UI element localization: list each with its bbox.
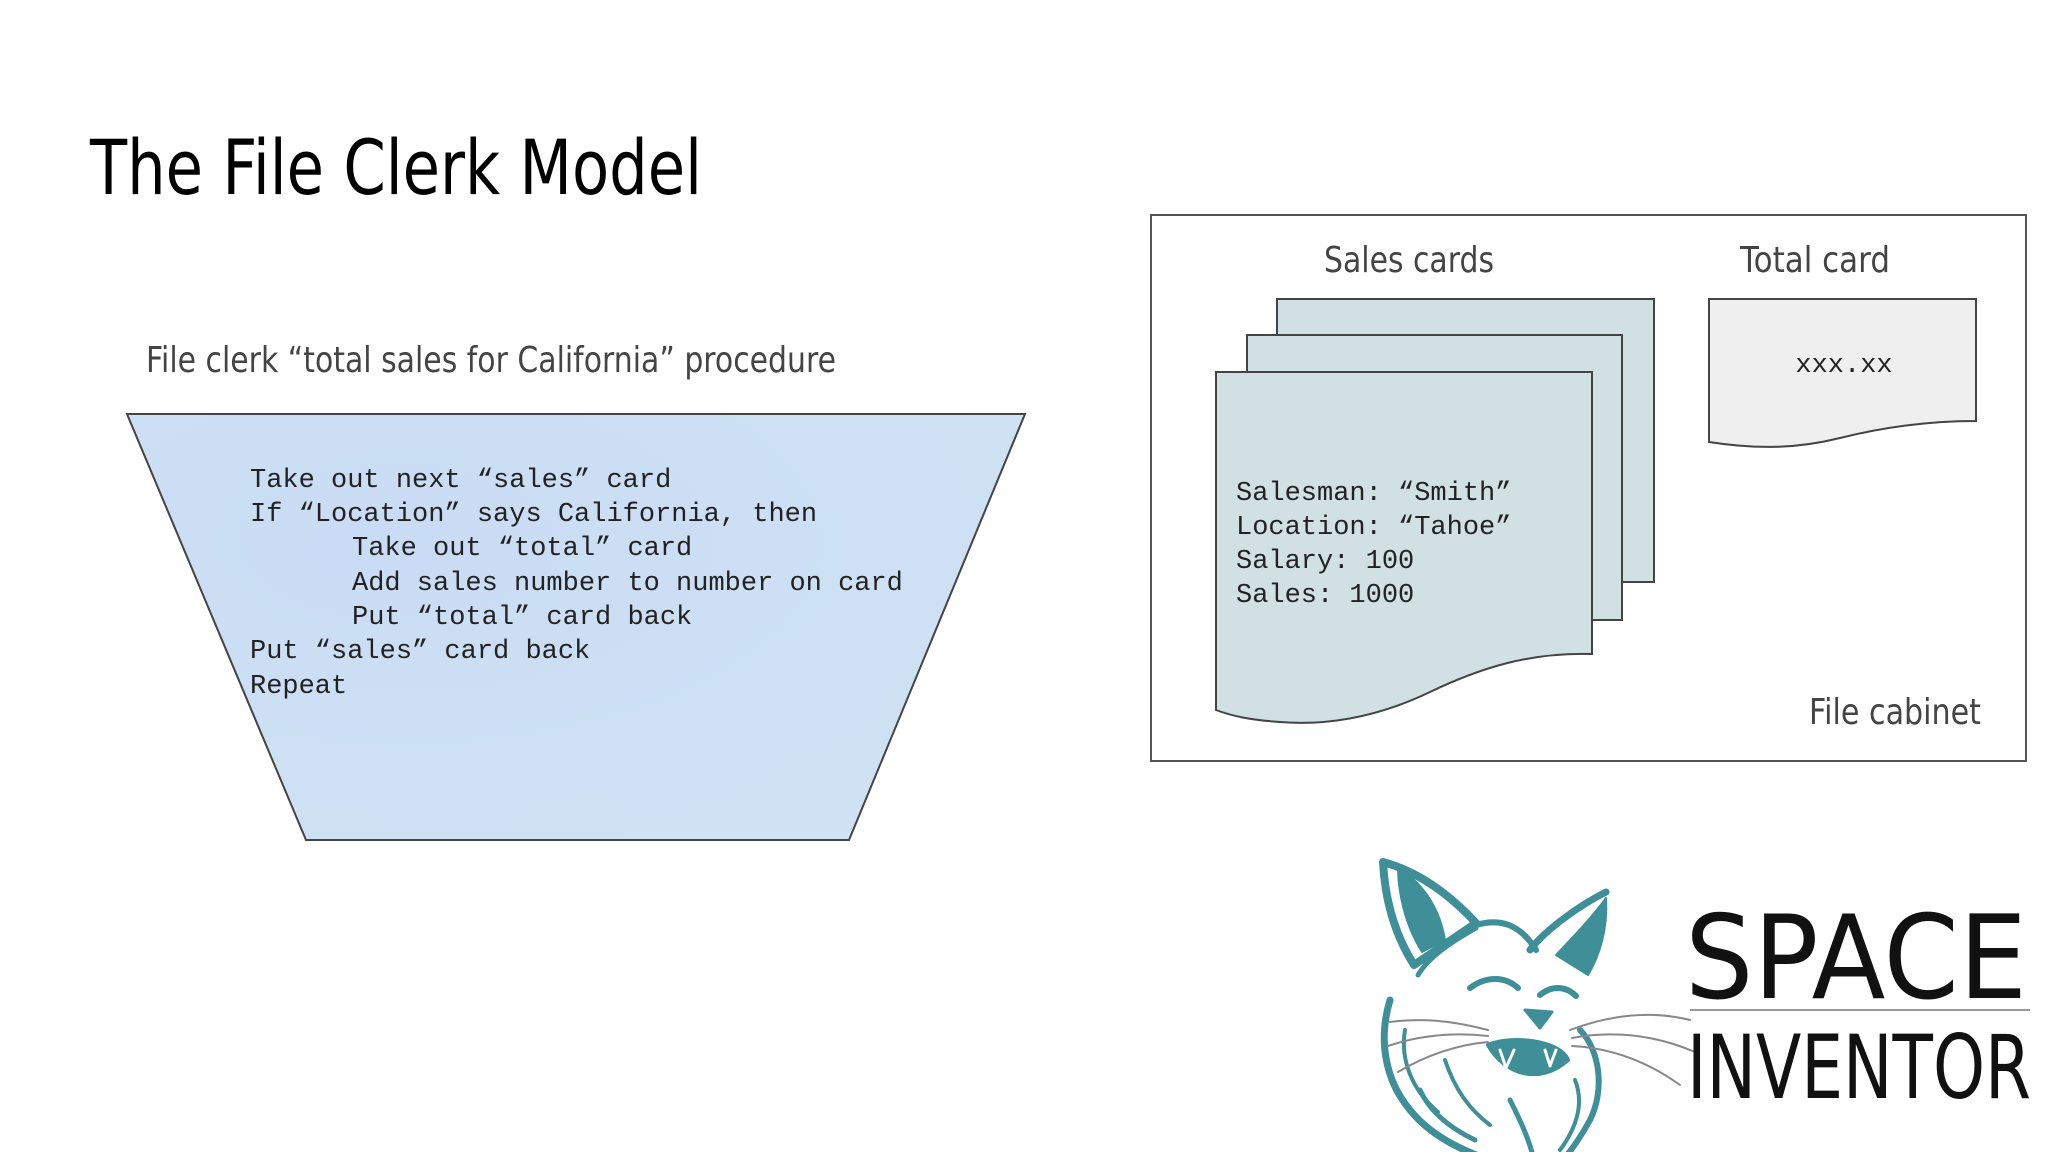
- total-card: [1708, 298, 1977, 448]
- total-card-label: Total card: [1739, 240, 1890, 281]
- total-card-value: xxx.xx: [1795, 351, 1892, 381]
- procedure-funnel: [125, 413, 1027, 841]
- cat-logo-icon: [1379, 858, 1696, 1152]
- sales-card-front: [1215, 371, 1593, 724]
- procedure-line: Repeat: [250, 672, 347, 702]
- procedure-code: Take out next “sales” card If “Location”…: [250, 466, 903, 702]
- card-field: Salesman: “Smith”: [1236, 479, 1511, 509]
- procedure-line: Take out next “sales” card: [250, 466, 671, 496]
- procedure-heading: File clerk “total sales for California” …: [146, 340, 836, 381]
- file-cabinet-label: File cabinet: [1809, 692, 1981, 733]
- sales-cards-label: Sales cards: [1324, 240, 1494, 281]
- card-field: Location: “Tahoe”: [1236, 513, 1511, 543]
- procedure-line: Put “total” card back: [352, 603, 692, 633]
- logo-text-inventor: INVENTOR: [1687, 1016, 2031, 1119]
- procedure-line: Take out “total” card: [352, 534, 692, 564]
- sales-card-fields: Salesman: “Smith” Location: “Tahoe” Sala…: [1236, 479, 1511, 611]
- procedure-line: Add sales number to number on card: [352, 569, 903, 599]
- procedure-line: If “Location” says California, then: [250, 500, 817, 530]
- procedure-line: Put “sales” card back: [250, 637, 590, 667]
- card-field: Sales: 1000: [1236, 581, 1414, 611]
- card-field: Salary: 100: [1236, 547, 1414, 577]
- slide-title: The File Clerk Model: [89, 123, 702, 212]
- logo-text-space: SPACE: [1685, 891, 2027, 1026]
